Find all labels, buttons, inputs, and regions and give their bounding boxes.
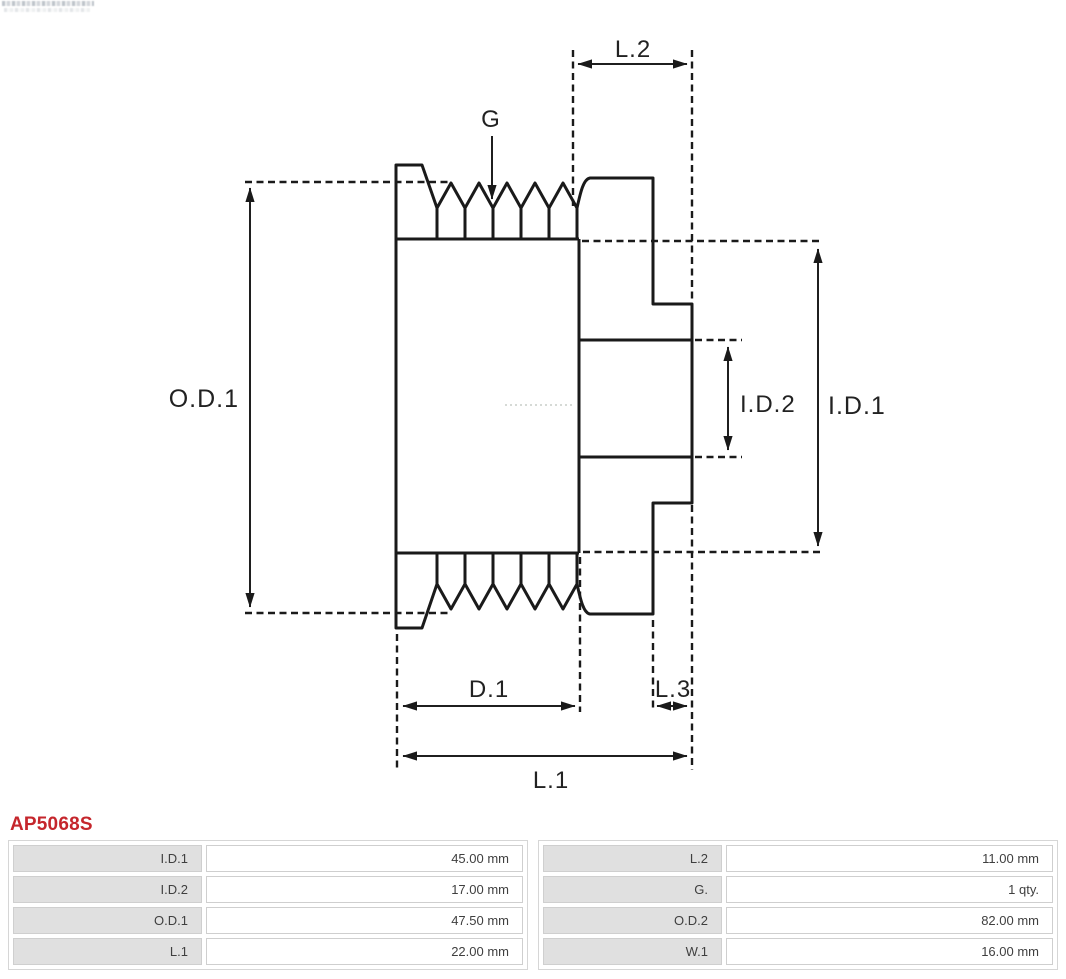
dim-label-l2: L.2 [615, 36, 651, 63]
pulley-internal-lines [396, 237, 692, 555]
part-number: AP5068S [10, 814, 93, 835]
dimension-d1: D.1 [402, 676, 576, 711]
spec-label: L.2 [543, 845, 722, 872]
table-row: I.D.2 17.00 mm [13, 876, 523, 903]
extension-lines [245, 50, 822, 770]
dimension-id2: I.D.2 [723, 346, 796, 451]
spec-value: 16.00 mm [726, 938, 1053, 965]
dimension-l3: L.3 [655, 676, 691, 711]
spec-label: L.1 [13, 938, 202, 965]
pulley-outline [394, 163, 694, 630]
dimension-id1: I.D.1 [813, 248, 886, 547]
spec-label: I.D.1 [13, 845, 202, 872]
id2-ext [695, 338, 742, 459]
table-row: O.D.2 82.00 mm [543, 907, 1053, 934]
dimension-l2: L.2 [577, 36, 688, 69]
spec-table-right: L.2 11.00 mm G. 1 qty. O.D.2 82.00 mm W.… [538, 840, 1058, 970]
spec-value: 1 qty. [726, 876, 1053, 903]
dimension-l1: L.1 [402, 751, 688, 794]
dimension-od1: O.D.1 [169, 187, 255, 608]
dim-label-od1: O.D.1 [169, 385, 239, 413]
table-row: I.D.1 45.00 mm [13, 845, 523, 872]
spec-label: O.D.1 [13, 907, 202, 934]
spec-value: 17.00 mm [206, 876, 523, 903]
spec-label: G. [543, 876, 722, 903]
spec-value: 82.00 mm [726, 907, 1053, 934]
spec-table-left: I.D.1 45.00 mm I.D.2 17.00 mm O.D.1 47.5… [8, 840, 528, 970]
spec-label: O.D.2 [543, 907, 722, 934]
table-row: G. 1 qty. [543, 876, 1053, 903]
pulley-technical-drawing: O.D.1 L.2 G I.D.2 I.D.1 D.1 L.3 L.1 [169, 36, 886, 794]
spec-value: 22.00 mm [206, 938, 523, 965]
spec-label: I.D.2 [13, 876, 202, 903]
watermark-logo-line2 [4, 8, 90, 12]
spec-value: 45.00 mm [206, 845, 523, 872]
dim-label-d1: D.1 [469, 676, 509, 703]
belt-groove-slots [435, 208, 579, 584]
dim-label-l1: L.1 [533, 767, 569, 794]
watermark-logo [2, 1, 94, 6]
dim-label-g: G [481, 106, 501, 133]
dim-label-id1: I.D.1 [828, 392, 886, 420]
spec-tables: I.D.1 45.00 mm I.D.2 17.00 mm O.D.1 47.5… [8, 840, 1058, 970]
id1-ext [582, 239, 822, 554]
table-row: W.1 16.00 mm [543, 938, 1053, 965]
callout-g: G [481, 106, 501, 200]
table-row: L.2 11.00 mm [543, 845, 1053, 872]
spec-value: 11.00 mm [726, 845, 1053, 872]
dim-label-id2: I.D.2 [740, 391, 796, 418]
table-row: L.1 22.00 mm [13, 938, 523, 965]
dim-label-l3: L.3 [655, 676, 691, 703]
spec-value: 47.50 mm [206, 907, 523, 934]
spec-label: W.1 [543, 938, 722, 965]
table-row: O.D.1 47.50 mm [13, 907, 523, 934]
pulley-body-outline [394, 163, 694, 630]
